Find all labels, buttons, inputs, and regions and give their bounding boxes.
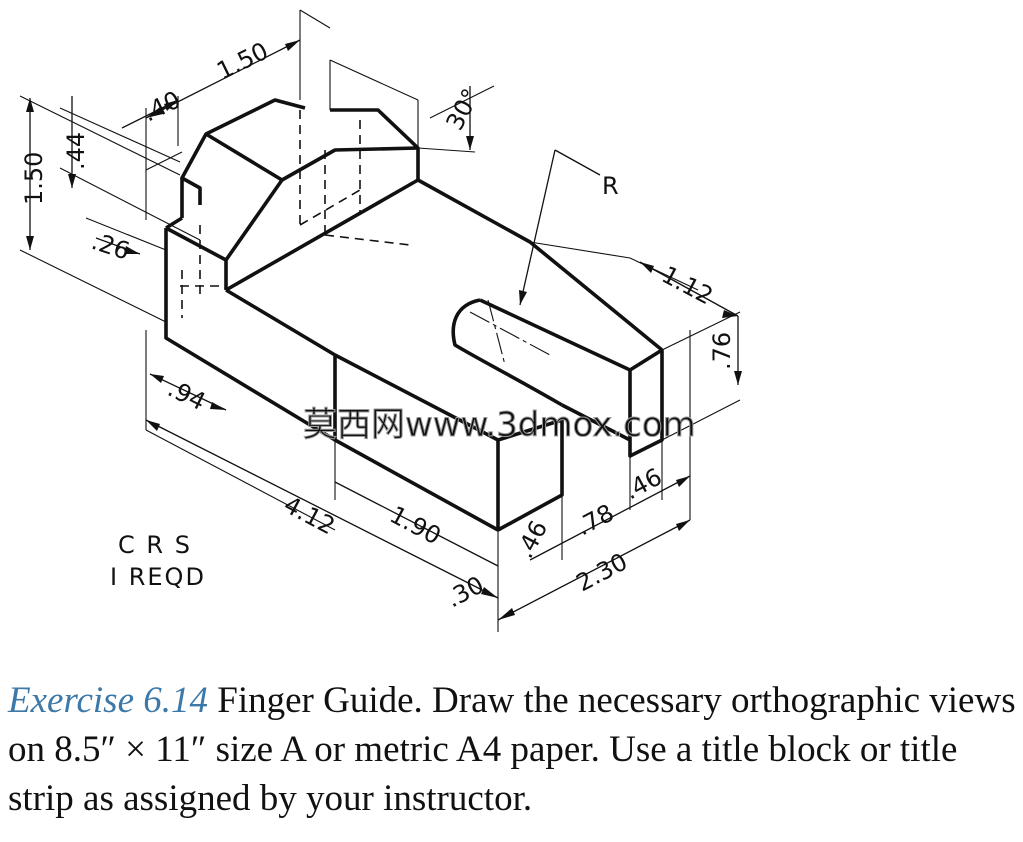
quantity-note: I REQD — [110, 563, 206, 591]
dim-30: .30 — [442, 571, 489, 614]
dim-190: 1.90 — [385, 501, 445, 551]
dim-46-a: .46 — [511, 516, 554, 563]
dim-150-top: 1.50 — [212, 37, 272, 86]
material-note: C R S — [118, 531, 192, 559]
object-visible-edges — [164, 98, 664, 532]
center-lines — [469, 299, 551, 366]
dim-30-degrees: 30° — [441, 84, 486, 135]
exercise-caption: Exercise 6.14 Finger Guide. Draw the nec… — [8, 676, 1018, 823]
radius-label: R — [602, 172, 619, 200]
dim-150-left: 1.50 — [20, 152, 48, 205]
dim-46-b: .46 — [620, 463, 667, 506]
exercise-text: Finger Guide. Draw the necessary orthogr… — [8, 680, 1016, 819]
watermark: 莫西网www.3dmox.com — [303, 405, 696, 445]
dim-26: .26 — [88, 227, 133, 265]
dim-44: .44 — [62, 132, 90, 170]
exercise-label: Exercise 6.14 — [8, 680, 208, 721]
arrowheads — [26, 40, 742, 620]
dim-94: .94 — [163, 374, 210, 416]
isometric-drawing: 1.50 .40 1.50 .44 .26 30° R 1.12 .76 .94… — [19, 9, 742, 632]
dim-412: 4.12 — [279, 491, 339, 541]
dim-76: .76 — [708, 332, 736, 370]
extension-lines — [19, 9, 741, 632]
dim-112: 1.12 — [657, 261, 717, 311]
hidden-lines — [180, 110, 411, 318]
